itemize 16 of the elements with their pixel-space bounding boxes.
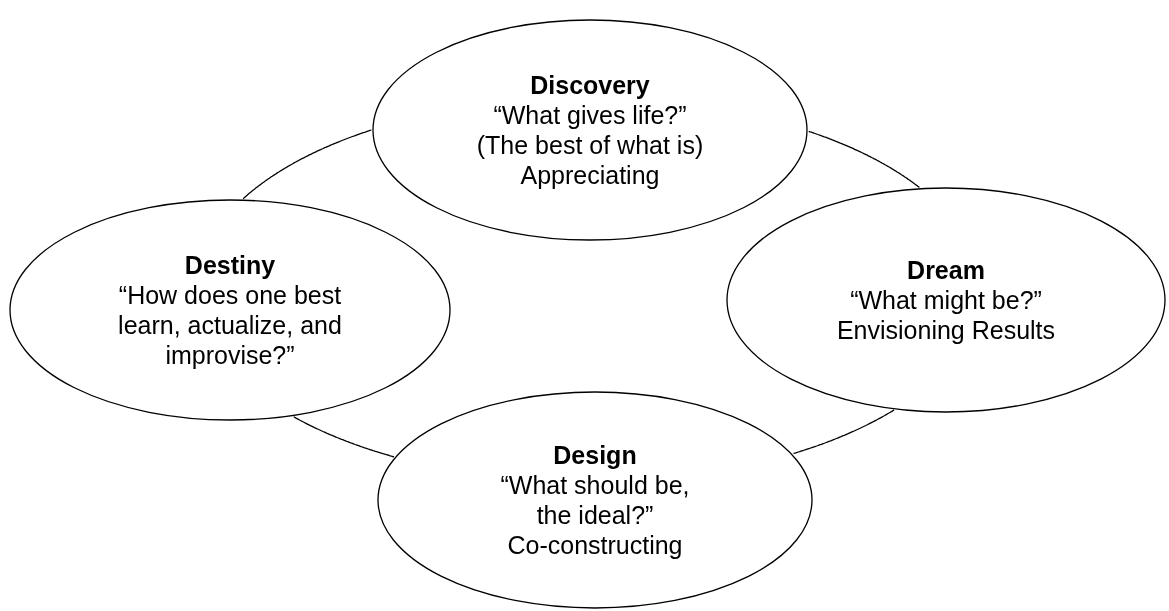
phase-description: “What gives life?”	[493, 100, 687, 130]
phase-description: Co-constructing	[507, 530, 683, 560]
phase-title: Design	[553, 440, 637, 470]
phase-description: “What should be, the ideal?”	[499, 470, 691, 530]
cycle-connector	[242, 129, 373, 200]
cycle-connector	[293, 416, 395, 458]
cycle-connector	[808, 130, 921, 189]
cycle-connector	[792, 409, 895, 455]
phase-description: “How does one best learn, actualize, and improvise?”	[117, 280, 343, 370]
phase-description: (The best of what is)	[476, 130, 704, 160]
phase-title: Dream	[907, 255, 985, 285]
phase-description: “What might be?”	[850, 285, 1042, 315]
phase-title: Discovery	[530, 70, 650, 100]
phase-description: Appreciating	[520, 160, 660, 190]
phase-description: Envisioning Results	[836, 315, 1056, 345]
phase-title: Destiny	[184, 250, 276, 280]
